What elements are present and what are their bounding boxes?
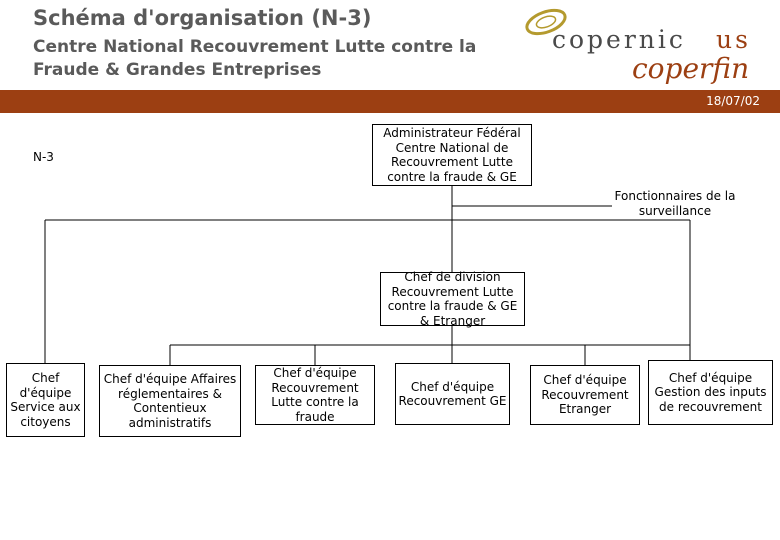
logo-graphic: copernic us coperfin [525, 8, 751, 85]
team-recouvrement-lutte-fraude: Chef d'équipe Recouvrement Lutte contre … [255, 365, 375, 425]
team-gestion-inputs: Chef d'équipe Gestion des inputs de reco… [648, 360, 773, 425]
page-subtitle-line1: Centre National Recouvrement Lutte contr… [33, 37, 477, 57]
team-service-citoyens: Chef d'équipe Service aux citoyens [6, 363, 85, 437]
copernicus-logo: copernic us coperfin [520, 2, 780, 88]
box-administrateur-federal: Administrateur Fédéral Centre National d… [372, 124, 532, 186]
header-bar: 18/07/02 [0, 90, 780, 113]
date-label: 18/07/02 [706, 94, 760, 108]
team-recouvrement-etranger: Chef d'équipe Recouvrement Etranger [530, 365, 640, 425]
box-chef-de-division: Chef de division Recouvrement Lutte cont… [380, 270, 525, 328]
team-affaires-reglementaires: Chef d'équipe Affaires réglementaires & … [99, 365, 241, 437]
svg-text:copernic: copernic [552, 25, 686, 54]
svg-text:us: us [716, 25, 751, 54]
page-subtitle-line2: Fraude & Grandes Entreprises [33, 60, 322, 80]
staff-label: Fonctionnaires de la surveillance [614, 189, 736, 218]
level-label: N-3 [33, 150, 54, 164]
page-title: Schéma d'organisation (N-3) [33, 6, 372, 30]
svg-text:coperfin: coperfin [632, 52, 749, 85]
team-recouvrement-ge: Chef d'équipe Recouvrement GE [395, 363, 510, 425]
